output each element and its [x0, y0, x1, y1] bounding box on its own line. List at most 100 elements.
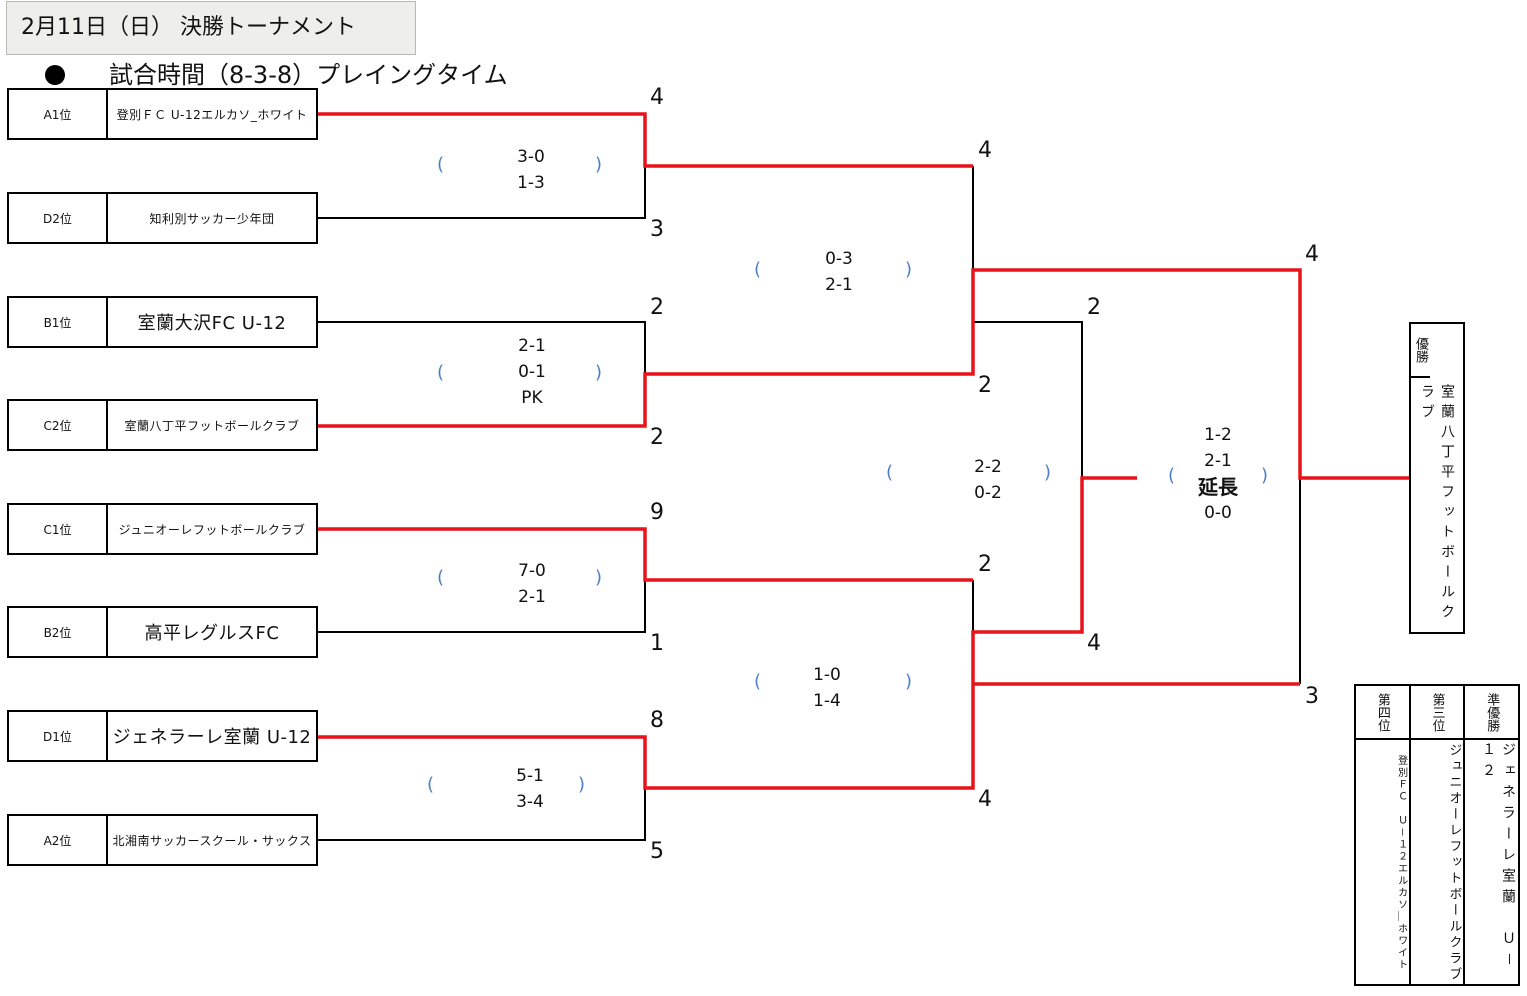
team-name: 高平レグルスFC [144, 623, 280, 644]
team-seed: B1位 [9, 298, 108, 346]
half-score: 5-1 [516, 766, 544, 786]
team-seed: D2位 [9, 194, 108, 242]
bracket-close: ) [595, 567, 603, 588]
champion-name: 室蘭八丁平フットボールクラブ [1419, 384, 1455, 624]
bullet-icon [45, 65, 65, 85]
bracket-close: ) [595, 154, 603, 175]
team-row: C2位 室蘭八丁平フットボールクラブ [7, 399, 318, 451]
half-score: 0-0 [1204, 503, 1232, 523]
rank-column: 第四位 登別ＦＣ Ｕ－１２エルカソ＿ホワイト [1356, 686, 1409, 984]
bracket-line [318, 166, 646, 219]
rank-label: 第四位 [1356, 686, 1409, 740]
winner-line [318, 527, 973, 582]
bracket-open: ( [886, 462, 894, 483]
half-score: 1-3 [517, 173, 545, 193]
half-score: 3-4 [516, 792, 544, 812]
goal-count: 4 [1087, 631, 1101, 656]
goal-count: 3 [650, 217, 664, 242]
rank-team: 登別ＦＣ Ｕ－１２エルカソ＿ホワイト [1395, 755, 1407, 971]
half-score: 1-2 [1204, 425, 1232, 445]
goal-count: 4 [978, 138, 992, 163]
team-row: C1位 ジュニオーレフットボールクラブ [7, 503, 318, 555]
team-seed: C1位 [9, 505, 108, 553]
bracket-line [318, 788, 646, 841]
half-score: 3-0 [517, 147, 545, 167]
bracket-close: ) [905, 671, 913, 692]
winner-line [318, 268, 1409, 480]
bracket-open: ( [437, 567, 445, 588]
winner-line [318, 476, 1137, 790]
rank-label: 第三位 [1410, 686, 1464, 740]
half-score: 1-4 [813, 691, 841, 711]
bracket-open: ( [754, 259, 762, 280]
goal-count: 9 [650, 500, 664, 525]
bracket-open: ( [437, 362, 445, 383]
bracket-line [318, 580, 646, 633]
half-scores: 1-2 2-1 延長 0-0 [1178, 422, 1258, 526]
team-name: 北湘南サッカースクール・サックス [112, 833, 312, 848]
team-seed: A2位 [9, 816, 108, 864]
half-score: 2-1 [1204, 451, 1232, 471]
team-name: ジュニオーレフットボールクラブ [118, 522, 306, 537]
bracket-line [318, 321, 646, 374]
half-scores: 0-3 2-1 [799, 246, 879, 298]
team-name: 知利別サッカー少年団 [149, 211, 275, 226]
half-score: 2-1 [518, 336, 546, 356]
bracket-open: ( [427, 774, 435, 795]
rank-label: 準優勝 [1465, 686, 1519, 740]
rank-team: ジェネラーレ室蘭 Ｕ－１２ [1480, 742, 1517, 973]
bracket-open: ( [1168, 465, 1176, 486]
goal-count: 2 [650, 295, 664, 320]
goal-count: 2 [1087, 295, 1101, 320]
goal-count: 4 [1305, 242, 1319, 267]
match-time-note: 試合時間（8-3-8）プレイングタイム [45, 60, 508, 90]
goal-count: 8 [650, 708, 664, 733]
half-scores: 2-1 0-1 PK [492, 333, 572, 411]
team-row: D2位 知利別サッカー少年団 [7, 192, 318, 244]
team-name: 室蘭大沢FC U-12 [137, 313, 287, 334]
bracket-close: ) [1044, 462, 1052, 483]
half-score: 0-2 [974, 483, 1002, 503]
rank-team: ジュニオーレフットボールクラブ [1446, 743, 1462, 983]
team-name: ジェネラーレ室蘭 U-12 [112, 727, 312, 748]
ranking-table: 第四位 登別ＦＣ Ｕ－１２エルカソ＿ホワイト 第三位 ジュニオーレフットボールク… [1354, 684, 1520, 986]
team-row: B2位 高平レグルスFC [7, 606, 318, 658]
bracket-open: ( [437, 154, 445, 175]
team-row: B1位 室蘭大沢FC U-12 [7, 296, 318, 348]
half-scores: 7-0 2-1 [492, 558, 572, 610]
goal-count: 4 [650, 85, 664, 110]
half-score: 2-1 [518, 587, 546, 607]
goal-count: 5 [650, 839, 664, 864]
team-seed: D1位 [9, 712, 108, 760]
team-row: A1位 登別ＦＣ U-12エルカソ_ホワイト [7, 88, 318, 140]
team-seed: A1位 [9, 90, 108, 138]
team-name: 登別ＦＣ U-12エルカソ_ホワイト [116, 107, 308, 122]
half-scores: 2-2 0-2 [948, 454, 1028, 506]
half-scores: 1-0 1-4 [787, 662, 867, 714]
goal-count: 1 [650, 631, 664, 656]
bracket-close: ) [578, 774, 586, 795]
match-time-text: 試合時間（8-3-8）プレイングタイム [109, 61, 508, 89]
half-score: 0-3 [825, 249, 853, 269]
team-row: A2位 北湘南サッカースクール・サックス [7, 814, 318, 866]
half-scores: 5-1 3-4 [490, 763, 570, 815]
goal-count: 2 [650, 425, 664, 450]
half-score: PK [521, 388, 543, 408]
half-score: 2-1 [825, 275, 853, 295]
bracket-close: ) [905, 259, 913, 280]
half-scores: 3-0 1-3 [491, 144, 571, 196]
team-seed: B2位 [9, 608, 108, 656]
half-score: 2-2 [974, 457, 1002, 477]
half-score: 0-1 [518, 362, 546, 382]
champion-box: 優勝 室蘭八丁平フットボールクラブ [1409, 322, 1465, 634]
goal-count: 4 [978, 787, 992, 812]
rank-column: 準優勝 ジェネラーレ室蘭 Ｕ－１２ [1463, 686, 1519, 984]
champion-label: 優勝 [1411, 324, 1430, 378]
team-name: 室蘭八丁平フットボールクラブ [124, 418, 300, 433]
goal-count: 2 [978, 552, 992, 577]
winner-line [318, 112, 973, 168]
rank-column: 第三位 ジュニオーレフットボールクラブ [1408, 686, 1464, 984]
bracket-close: ) [595, 362, 603, 383]
page-title: 2月11日（日） 決勝トーナメント [6, 1, 416, 55]
